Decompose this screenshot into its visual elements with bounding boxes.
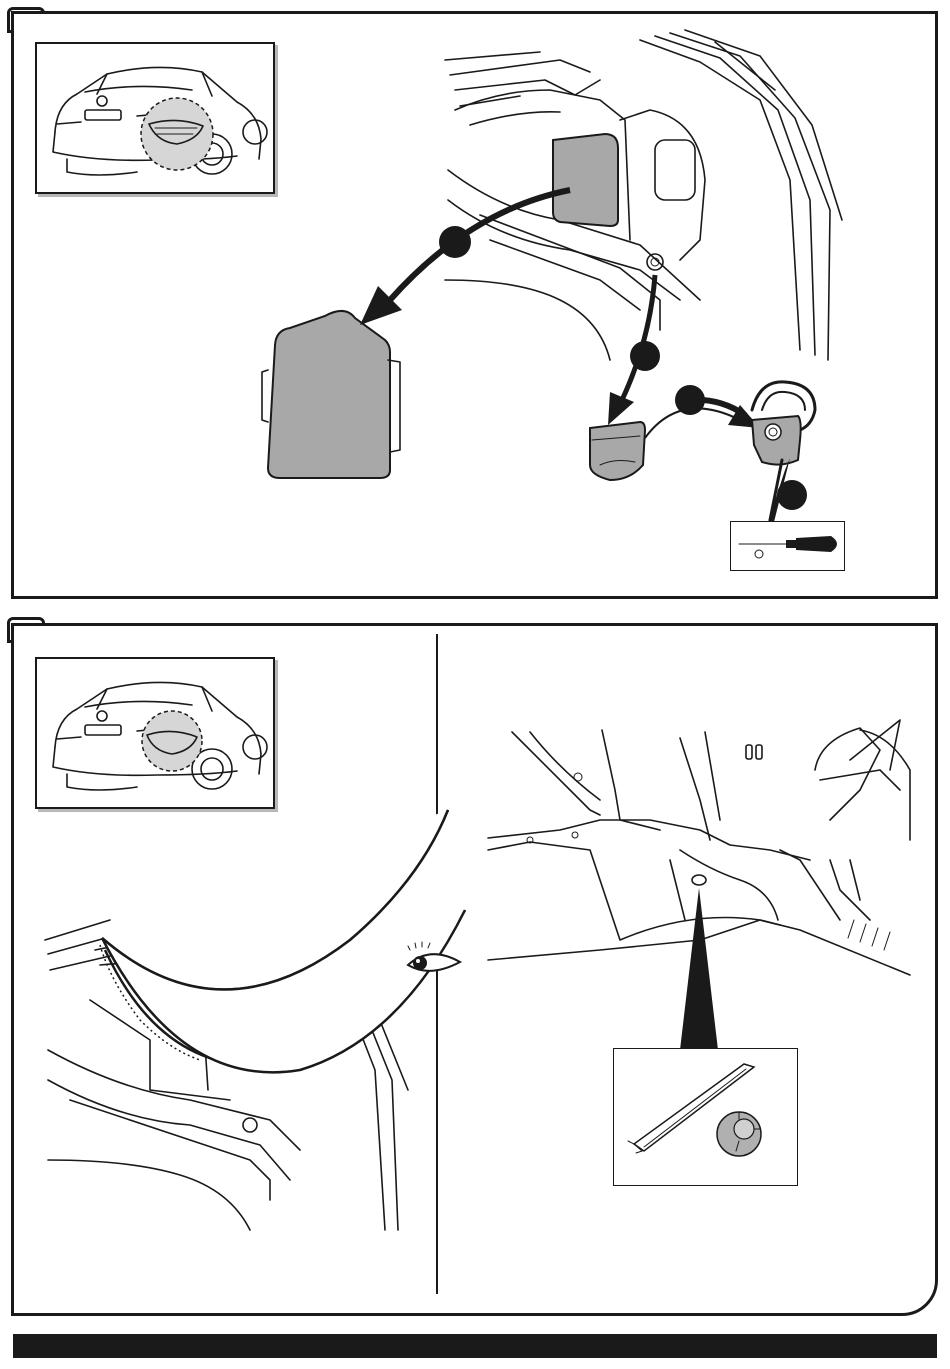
plastic-clip-icon	[717, 1112, 761, 1156]
screwdriver-inset	[730, 521, 845, 571]
callout-4-marker	[777, 480, 807, 510]
callout-3-marker	[675, 385, 705, 415]
screwdriver-icon	[731, 522, 846, 572]
torx-icon	[755, 550, 763, 558]
tools-inset	[613, 1048, 798, 1186]
footer-bar	[13, 1334, 937, 1358]
trunk-removal-illustration	[0, 0, 950, 600]
trunk-interior-view	[0, 620, 440, 1320]
callout-2-marker	[630, 341, 660, 371]
callout-1-marker	[439, 226, 471, 258]
underbody-detail-view	[440, 620, 940, 1320]
